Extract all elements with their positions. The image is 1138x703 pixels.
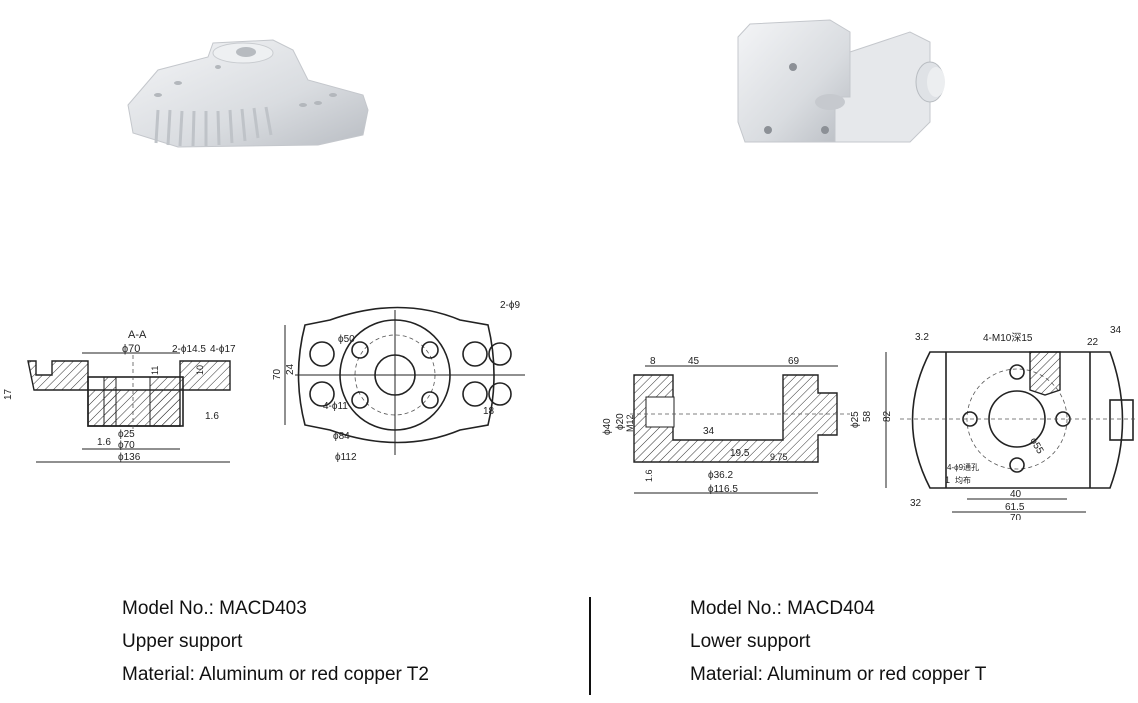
svg-text:2-ϕ9: 2-ϕ9 [500,300,520,311]
svg-text:18: 18 [483,406,495,417]
svg-text:4-M10深15: 4-M10深15 [983,332,1033,344]
svg-text:34: 34 [703,426,715,437]
svg-text:19.5: 19.5 [730,448,750,459]
svg-text:70: 70 [1010,513,1022,520]
svg-text:3.2: 3.2 [915,332,929,343]
svg-text:均布: 均布 [955,475,971,485]
section-label: A-A [128,329,147,341]
material: Material: Aluminum or red copper T2 [122,664,429,685]
lower-support-photo [737,19,945,143]
upper-support-drawing: A-A ϕ70 2-ϕ14.5 4-ϕ17 17 11 10 1.6 1.6 ϕ… [3,300,525,463]
svg-text:1.6: 1.6 [205,411,219,422]
svg-text:61.5: 61.5 [1005,502,1025,513]
svg-text:22: 22 [1087,337,1099,348]
svg-text:8: 8 [650,356,656,367]
svg-text:32: 32 [910,498,922,509]
column-divider [589,597,591,695]
model-number: Model No.: MACD404 [690,598,875,619]
svg-text:10: 10 [195,365,205,375]
svg-text:ϕ84: ϕ84 [333,431,350,442]
svg-text:ϕ20: ϕ20 [615,413,626,430]
svg-text:M12: M12 [625,414,635,432]
model-number: Model No.: MACD403 [122,598,307,619]
svg-text:9.75: 9.75 [770,452,788,462]
svg-text:4-ϕ9通孔: 4-ϕ9通孔 [947,462,979,472]
svg-text:ϕ116.5: ϕ116.5 [708,484,738,495]
product-name: Lower support [690,631,811,652]
svg-text:1.6: 1.6 [97,437,111,448]
svg-text:1.6: 1.6 [644,469,654,482]
product-caption-lower: Model No.: MACD404 Lower support Materia… [690,592,986,691]
svg-text:2-ϕ14.5: 2-ϕ14.5 [172,344,206,355]
svg-text:ϕ136: ϕ136 [118,452,141,463]
svg-text:ϕ112: ϕ112 [335,452,357,463]
svg-text:40: 40 [1010,489,1022,500]
svg-text:24: 24 [285,363,296,375]
product-caption-upper: Model No.: MACD403 Upper support Materia… [122,592,429,691]
svg-text:70: 70 [272,368,283,380]
svg-text:ϕ55: ϕ55 [1027,436,1045,456]
upper-support-photo [127,39,369,148]
material: Material: Aluminum or red copper T [690,664,987,685]
svg-text:58: 58 [862,410,873,422]
svg-text:ϕ40: ϕ40 [602,418,613,435]
svg-text:45: 45 [688,356,700,367]
svg-text:4-ϕ11: 4-ϕ11 [323,401,348,412]
svg-text:69: 69 [788,356,800,367]
svg-text:1: 1 [945,475,950,485]
svg-text:ϕ70: ϕ70 [118,440,135,451]
svg-text:82: 82 [882,410,893,422]
product-name: Upper support [122,631,243,652]
svg-text:34: 34 [1110,325,1122,336]
svg-text:ϕ36.2: ϕ36.2 [708,470,734,481]
svg-text:ϕ25: ϕ25 [850,411,861,428]
svg-text:17: 17 [3,388,14,400]
svg-text:ϕ25: ϕ25 [118,429,135,440]
lower-support-drawing: 8 45 69 ϕ40 ϕ20 M12 34 19.5 9.75 ϕ25 58 … [602,325,1138,520]
svg-text:11: 11 [150,366,160,375]
svg-text:4-ϕ17: 4-ϕ17 [210,344,236,355]
svg-text:ϕ50: ϕ50 [338,334,355,345]
svg-text:ϕ70: ϕ70 [122,343,140,355]
